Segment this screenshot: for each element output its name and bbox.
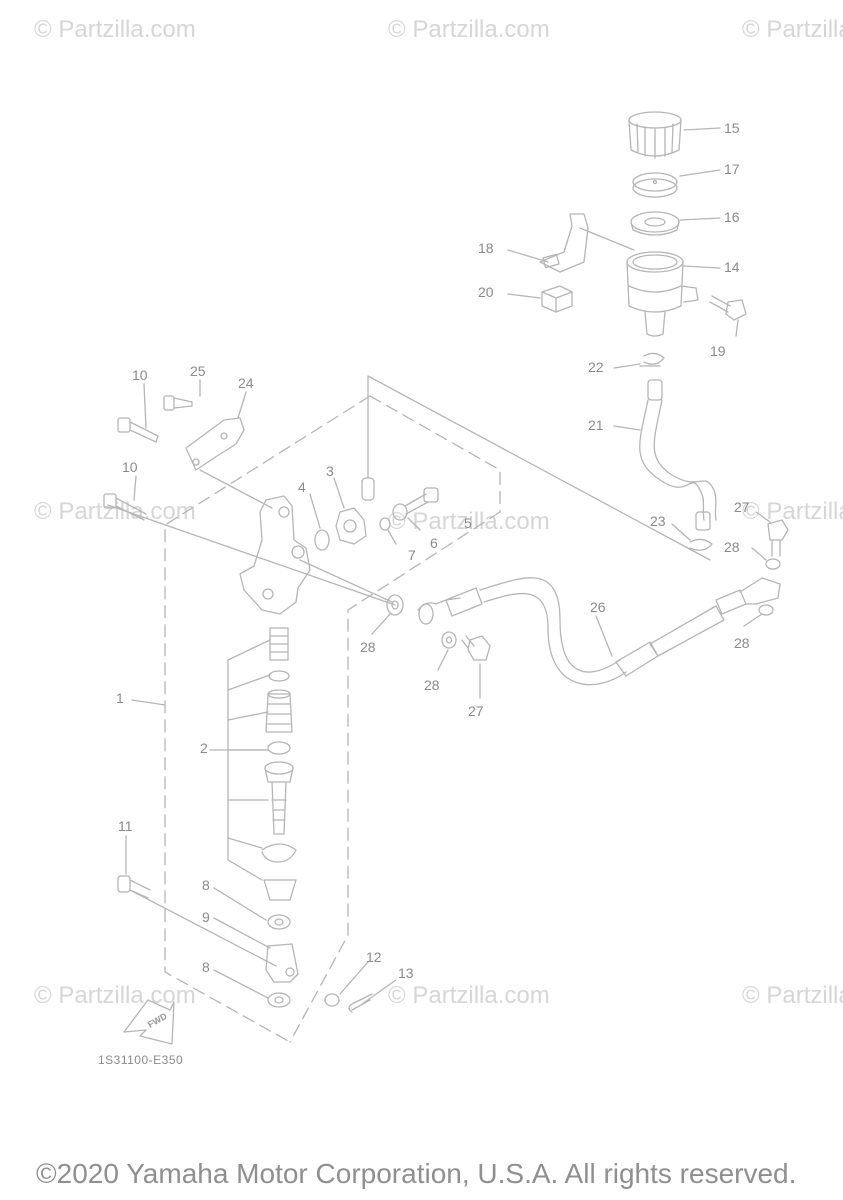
part-number: 20 — [478, 284, 494, 300]
union-fitting — [335, 477, 375, 545]
part-number: 16 — [724, 209, 740, 225]
o-ring — [314, 529, 330, 551]
screw-6 — [392, 487, 439, 521]
watermark: © Partzilla.com — [742, 16, 843, 43]
rubber-damper — [541, 285, 573, 313]
part-number: 24 — [238, 375, 254, 391]
part-number: 5 — [464, 515, 472, 531]
part-number: 27 — [734, 499, 750, 515]
watermark: © Partzilla.com — [34, 982, 196, 1009]
piston-seal — [267, 741, 291, 755]
pin-11 — [117, 875, 151, 899]
bolt-10-lower — [103, 493, 147, 521]
part-number: 11 — [118, 818, 133, 834]
diagram-code: 1S31100-E350 — [98, 1053, 184, 1067]
watermark: © Partzilla.com — [388, 16, 550, 43]
washer-7 — [379, 517, 391, 531]
washer-12 — [324, 993, 340, 1007]
copper-washer-28a — [386, 594, 404, 616]
part-number: 9 — [202, 909, 210, 925]
part-number: 25 — [190, 363, 206, 379]
piston-parts-bracket — [227, 639, 271, 881]
part-number: 14 — [724, 259, 740, 275]
master-cylinder-body — [239, 495, 311, 615]
part-number: 10 — [132, 367, 148, 383]
part-number: 12 — [366, 949, 382, 965]
part-number-labels: 15 17 16 14 18 20 19 22 21 23 27 28 28 2… — [116, 120, 750, 981]
part-number: 22 — [588, 359, 604, 375]
watermark: © Partzilla.com — [34, 16, 196, 43]
bracket-24 — [185, 417, 245, 471]
reservoir-cap — [628, 111, 682, 159]
reference-lines — [107, 227, 711, 967]
diaphragm — [630, 211, 680, 236]
union-bolt-27b — [767, 519, 789, 557]
part-number: 10 — [122, 459, 138, 475]
part-number: 21 — [588, 417, 604, 433]
circlip — [261, 843, 297, 863]
part-number: 18 — [478, 240, 494, 256]
reservoir-bracket — [539, 213, 589, 273]
leader-lines — [125, 127, 771, 1005]
part-number: 8 — [202, 959, 210, 975]
part-number: 28 — [424, 677, 440, 693]
bolt-19 — [709, 295, 747, 321]
watermark: © Partzilla.com — [742, 982, 843, 1009]
copyright-notice: ©2020 Yamaha Motor Corporation, U.S.A. A… — [36, 1158, 797, 1189]
watermark: © Partzilla.com — [388, 982, 550, 1009]
hose-clip-22 — [639, 352, 665, 367]
nut-8-lower — [267, 992, 291, 1008]
nut-8-upper — [267, 914, 291, 930]
part-number: 4 — [298, 479, 306, 495]
watermark: © Partzilla.com — [34, 498, 196, 525]
part-number: 13 — [398, 965, 414, 981]
copper-washer-28c — [765, 558, 781, 570]
part-number: 19 — [710, 343, 726, 359]
part-number: 26 — [590, 599, 606, 615]
piston — [265, 689, 293, 733]
watermark: © Partzilla.com — [388, 508, 550, 535]
part-number: 8 — [202, 877, 210, 893]
cotter-pin-13 — [348, 993, 373, 1013]
part-number: 3 — [326, 463, 334, 479]
brake-hose — [417, 577, 781, 686]
part-number: 1 — [116, 690, 124, 706]
bolt-25 — [163, 395, 193, 411]
part-number: 2 — [200, 740, 208, 756]
push-rod — [264, 761, 294, 835]
diaphragm-plate — [632, 172, 678, 198]
bolt-10-upper — [117, 417, 159, 443]
part-number: 28 — [724, 539, 740, 555]
part-number: 27 — [468, 703, 484, 719]
boot — [263, 879, 297, 901]
part-number: 7 — [408, 547, 416, 563]
part-number: 23 — [650, 513, 666, 529]
copper-washer-28d — [758, 604, 774, 616]
part-number: 15 — [724, 120, 740, 136]
fwd-arrow-icon: FWD — [123, 999, 175, 1045]
reservoir-tank — [626, 251, 699, 337]
hose-clip-23 — [689, 538, 713, 551]
part-number: 17 — [724, 161, 740, 177]
watermark: © Partzilla.com — [742, 498, 843, 525]
assembly-outline — [164, 395, 501, 1043]
piston-spring — [269, 627, 289, 661]
copper-washer-28b — [441, 631, 457, 649]
union-bolt-27a — [461, 635, 491, 661]
piston-cup — [268, 670, 290, 682]
clevis — [265, 943, 299, 983]
reservoir-hose — [639, 379, 717, 531]
part-number: 28 — [360, 639, 376, 655]
part-number: 28 — [734, 635, 750, 651]
part-number: 6 — [430, 535, 438, 551]
